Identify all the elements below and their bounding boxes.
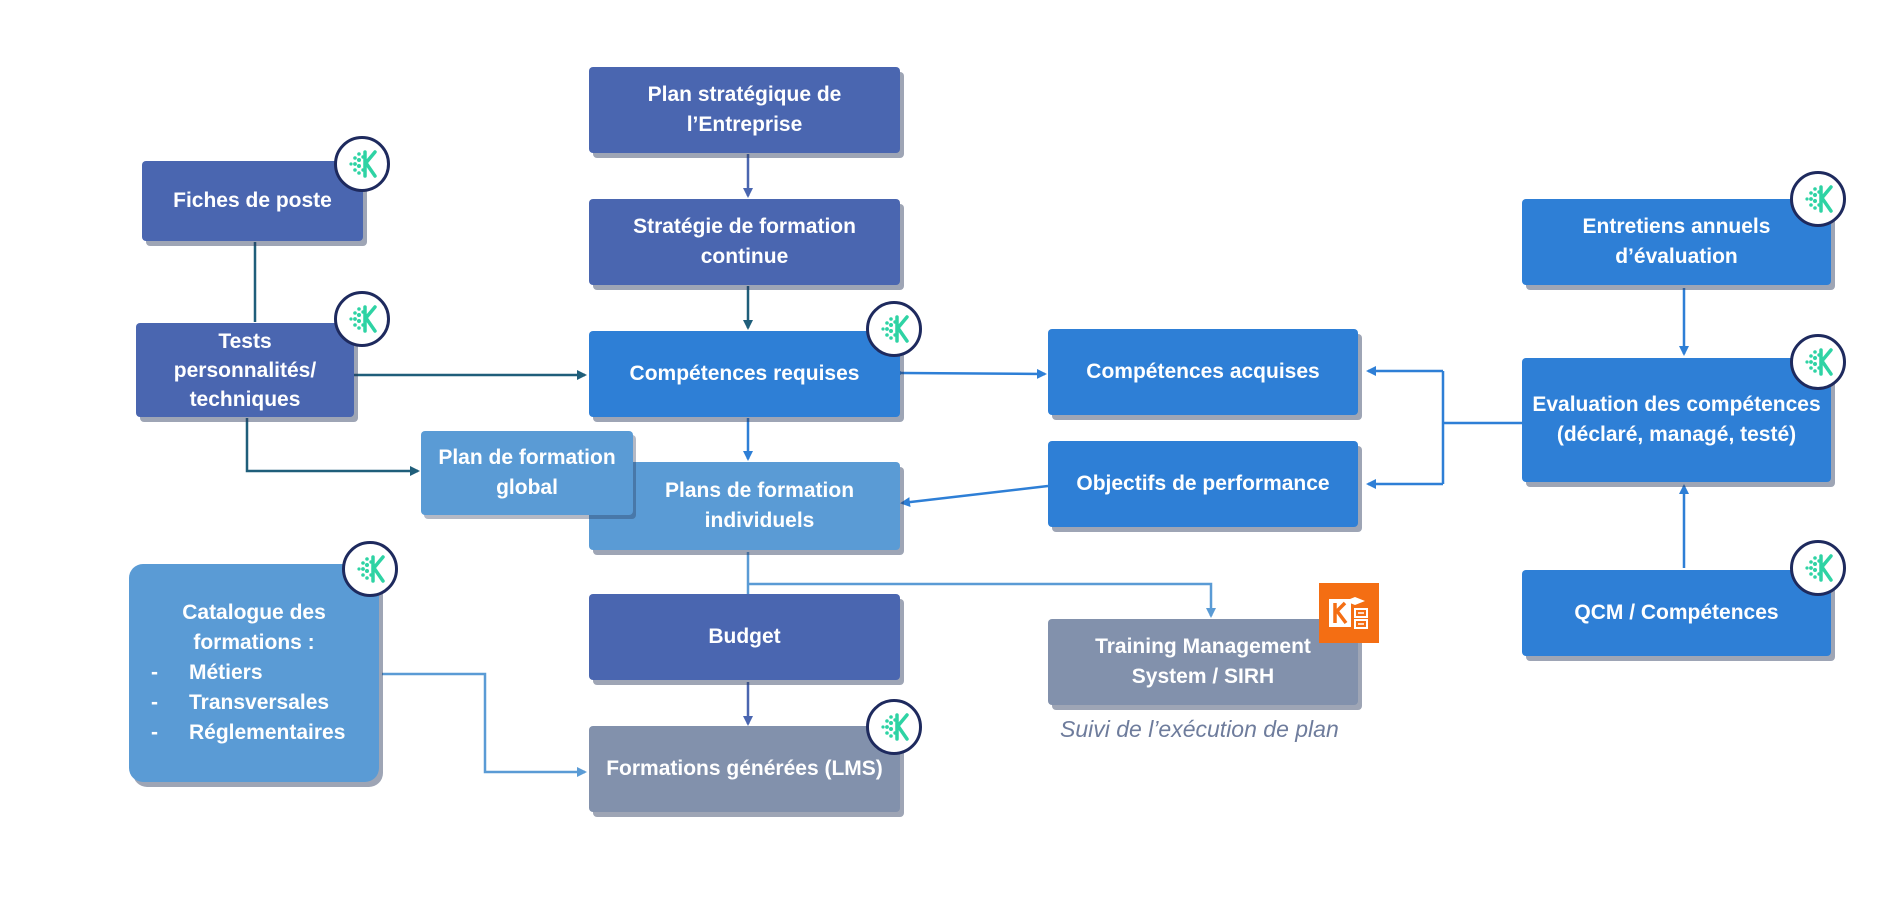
catalog-item-label: Réglementaires — [189, 721, 346, 744]
arrow-catalog-to-formations — [382, 672, 587, 777]
box-plans-individuels: Plans de formation individuels — [589, 462, 900, 550]
box-label: Training Management System / SIRH — [1095, 635, 1311, 688]
box-strategie-formation: Stratégie de formation continue — [589, 199, 900, 285]
logo-k-icon — [334, 136, 390, 192]
box-label: Compétences requises — [629, 362, 860, 385]
logo-k-icon — [342, 541, 398, 597]
box-evaluation: Evaluation des compétences (déclaré, man… — [1522, 358, 1831, 482]
tms-caption: Suivi de l’exécution de plan — [1060, 716, 1339, 742]
logo-k-icon — [866, 301, 922, 357]
box-qcm: QCM / Compétences — [1522, 570, 1831, 656]
catalog-bullet: - — [151, 661, 158, 684]
box-fiches-de-poste: Fiches de poste — [142, 161, 363, 241]
arrow-objectifs-to-individuels — [900, 484, 1049, 508]
arrow-individuels-to-tms — [748, 582, 1216, 618]
box-label: Entretiens annuels d’évaluation — [1582, 215, 1771, 268]
box-label: Evaluation des compétences (déclaré, man… — [1532, 393, 1821, 446]
logo-k-icon — [1790, 334, 1846, 390]
catalog-title: Catalogue des formations : — [182, 601, 326, 654]
catalog-item: - Métiers — [151, 658, 263, 688]
box-competences-requises: Compétences requises — [589, 331, 900, 417]
catalog-item-label: Métiers — [189, 661, 263, 684]
box-label: Formations générées (LMS) — [606, 757, 883, 780]
arrow-requises-acquises — [893, 367, 1047, 379]
box-plan-strategique: Plan stratégique de l’Entreprise — [589, 67, 900, 153]
box-label: Compétences acquises — [1086, 360, 1320, 383]
tms-app-icon — [1319, 583, 1379, 643]
box-catalogue: Catalogue des formations : - Métiers - T… — [129, 564, 379, 782]
logo-k-icon — [334, 291, 390, 347]
box-label: Fiches de poste — [173, 189, 332, 212]
catalog-bullet: - — [151, 721, 158, 744]
box-tms: Training Management System / SIRH — [1048, 619, 1358, 705]
box-label: Objectifs de performance — [1076, 472, 1330, 495]
box-label: QCM / Compétences — [1574, 601, 1779, 624]
arrow-tests-to-plan-global — [245, 418, 420, 476]
box-competences-acquises: Compétences acquises — [1048, 329, 1358, 415]
box-plan-global: Plan de formation global — [421, 431, 633, 515]
box-budget: Budget — [589, 594, 900, 680]
box-label: Plan de formation global — [438, 446, 616, 499]
box-entretiens: Entretiens annuels d’évaluation — [1522, 199, 1831, 285]
box-formations-generees: Formations générées (LMS) — [589, 726, 900, 812]
catalog-item: - Réglementaires — [151, 718, 345, 748]
box-label: Tests personnalités/ techniques — [173, 329, 317, 411]
box-label: Plan stratégique de l’Entreprise — [647, 83, 842, 136]
box-label: Plans de formation individuels — [664, 479, 855, 532]
box-label: Budget — [708, 625, 781, 648]
catalog-item: - Transversales — [151, 688, 329, 718]
logo-k-icon — [1790, 540, 1846, 596]
logo-k-icon — [1790, 171, 1846, 227]
box-label: Stratégie de formation continue — [633, 215, 856, 268]
catalog-bullet: - — [151, 691, 158, 714]
box-objectifs-performance: Objectifs de performance — [1048, 441, 1358, 527]
logo-k-icon — [866, 699, 922, 755]
box-tests: Tests personnalités/ techniques — [136, 323, 354, 417]
catalog-item-label: Transversales — [189, 691, 330, 714]
